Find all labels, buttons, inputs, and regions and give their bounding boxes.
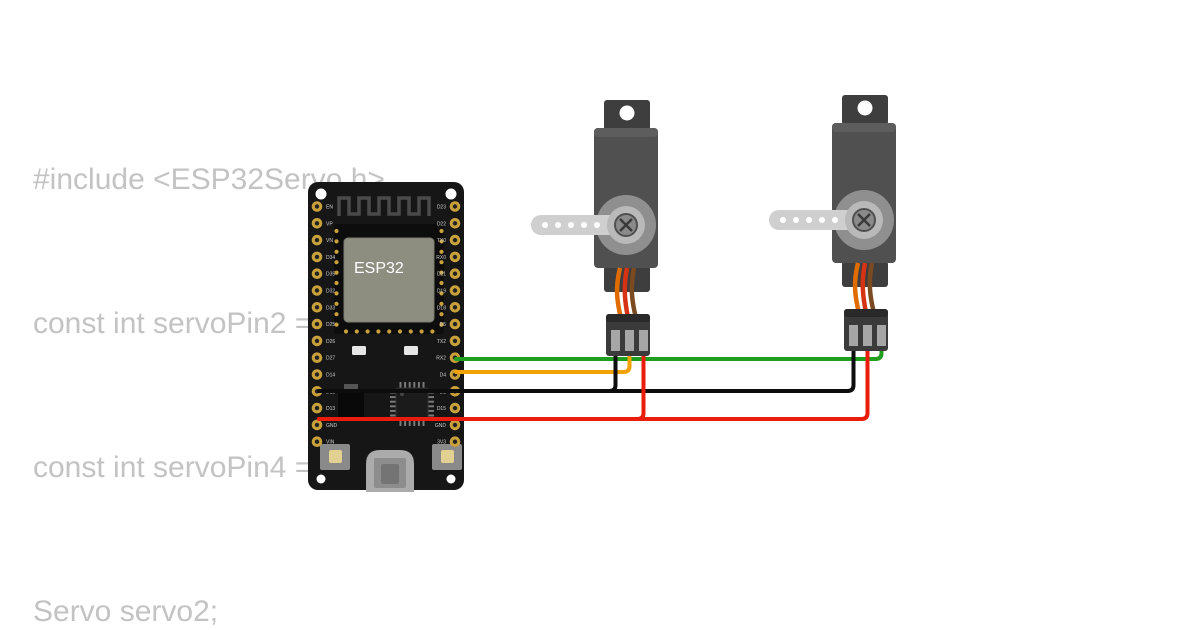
boot-button-cap: [441, 450, 454, 463]
svg-text:D13: D13: [326, 406, 335, 412]
en-button-cap: [329, 450, 342, 463]
svg-text:D15: D15: [437, 406, 446, 412]
en-button[interactable]: [320, 444, 350, 470]
svg-text:EN: EN: [326, 205, 333, 211]
code-line: Servo servo2;: [33, 595, 219, 628]
servo-motor-2[interactable]: [769, 95, 896, 351]
left-pin-header: ENVPVND34D35D32D33D25D26D27D14D12D13GNDV…: [311, 201, 338, 448]
code-snippet: #include <ESP32Servo.h> const int servoP…: [33, 60, 542, 630]
module-pads: [334, 228, 444, 334]
svg-text:D5: D5: [440, 322, 447, 328]
board-mount-hole: [315, 188, 327, 200]
wire-black-servo2-ground[interactable]: [317, 338, 856, 393]
svg-text:3V3: 3V3: [437, 440, 446, 446]
capacitor: [352, 346, 366, 355]
svg-text:D19: D19: [437, 289, 446, 295]
svg-text:D4: D4: [440, 373, 447, 379]
svg-text:D33: D33: [326, 305, 335, 311]
right-pin-header: D23D22TX0RX0D21D19D18D5TX2RX2D4D2D15GND3…: [435, 201, 461, 448]
svg-text:RX0: RX0: [436, 255, 446, 261]
svg-text:D32: D32: [326, 289, 335, 295]
regulator-tab: [344, 384, 358, 390]
svg-text:D26: D26: [326, 339, 335, 345]
svg-text:D22: D22: [437, 221, 446, 227]
voltage-regulator: [338, 390, 364, 420]
svg-text:D18: D18: [437, 305, 446, 311]
svg-text:D21: D21: [437, 272, 446, 278]
svg-text:TX0: TX0: [437, 238, 446, 244]
antenna-icon: [337, 196, 431, 216]
svg-text:D27: D27: [326, 356, 335, 362]
wire-yellow-servo1-signal[interactable]: [454, 342, 632, 374]
module-shield: [343, 237, 435, 323]
hookup-wires: [317, 338, 884, 421]
svg-text:D23: D23: [437, 205, 446, 211]
esp32-label: ESP32: [354, 260, 404, 277]
svg-text:GND: GND: [326, 423, 338, 429]
svg-text:VP: VP: [326, 221, 333, 227]
board-mount-hole: [446, 474, 456, 484]
svg-text:VIN: VIN: [326, 440, 335, 446]
svg-text:D14: D14: [326, 373, 335, 379]
wire-green-servo2-signal[interactable]: [454, 338, 884, 361]
svg-text:RX2: RX2: [436, 356, 446, 362]
board-mount-hole: [445, 188, 457, 200]
micro-usb-slot: [381, 464, 399, 484]
svg-text:D35: D35: [326, 272, 335, 278]
svg-text:D34: D34: [326, 255, 335, 261]
svg-text:VN: VN: [326, 238, 333, 244]
board-mount-hole: [316, 474, 326, 484]
svg-text:GND: GND: [435, 423, 447, 429]
boot-button[interactable]: [432, 444, 462, 470]
svg-text:TX2: TX2: [437, 339, 446, 345]
servo-motor-1[interactable]: [531, 100, 658, 356]
svg-text:D25: D25: [326, 322, 335, 328]
capacitor: [404, 346, 418, 355]
wire-red-servo2-power[interactable]: [317, 338, 870, 421]
